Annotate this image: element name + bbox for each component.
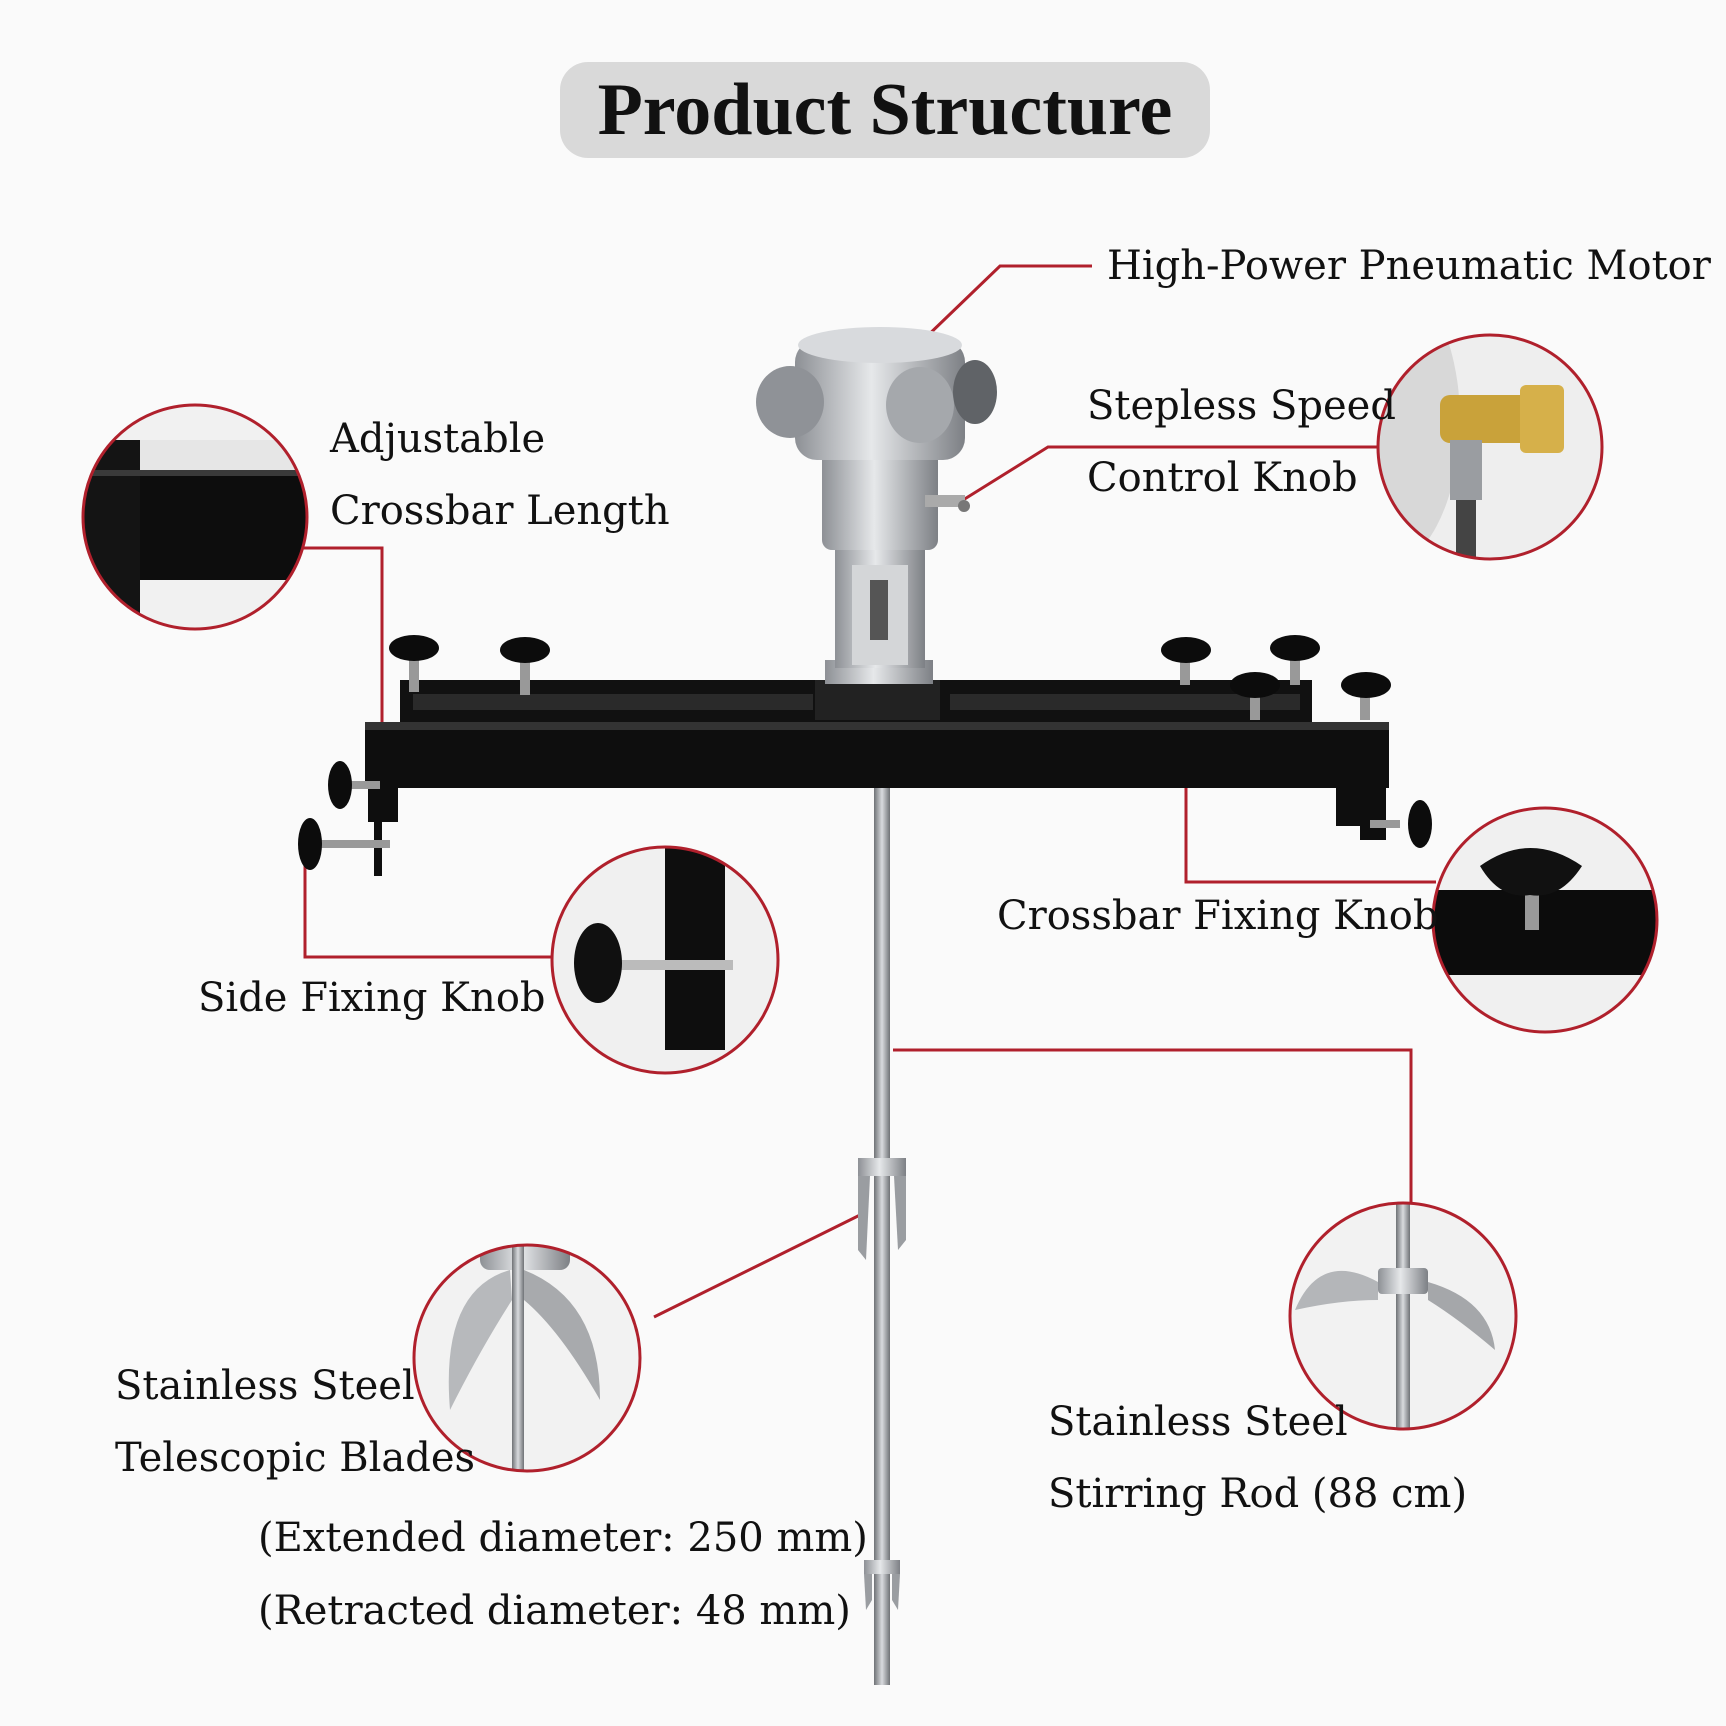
label-blades-retracted: (Retracted diameter: 48 mm) [258,1588,851,1634]
leader-crossbar-length [303,546,384,740]
label-crossbar-knob: Crossbar Fixing Knob [997,893,1439,939]
label-side-knob: Side Fixing Knob [198,975,546,1021]
label-rod-line2: Stirring Rod (88 cm) [1048,1471,1468,1517]
label-blades-line2: Telescopic Blades [115,1435,476,1481]
leader-blades [653,1213,861,1319]
leader-lines [303,264,1436,1319]
side-knob-left-2 [298,818,390,870]
folded-blade-lower [864,1560,900,1610]
label-rod-line1: Stainless Steel [1048,1399,1348,1445]
leader-speed-knob [954,445,1378,507]
label-speed-line1: Stepless Speed [1087,383,1396,429]
leader-motor [918,264,1092,345]
side-knob-right [1370,800,1432,848]
knob-3 [1161,637,1211,685]
leader-side-knob [303,860,551,959]
label-blades-line1: Stainless Steel [115,1363,415,1409]
knob-2 [500,637,550,695]
label-crossbar-length-line1: Adjustable [330,416,546,462]
inset-crossbar-length [81,403,309,631]
inset-blades [412,1243,642,1473]
knob-4 [1270,635,1320,685]
label-crossbar-length-line2: Crossbar Length [330,488,670,534]
label-motor: High-Power Pneumatic Motor [1107,243,1711,289]
crossbar-knobs [298,635,1432,870]
knob-5 [1230,672,1280,720]
title-banner: Product Structure [560,62,1210,158]
side-knob-left-1 [328,761,380,809]
folded-blade-upper [858,1158,906,1260]
page-title: Product Structure [597,68,1173,151]
leader-rod [893,1048,1413,1206]
knob-6 [1341,672,1391,720]
inset-side-knob [550,845,780,1075]
label-speed-line2: Control Knob [1087,455,1358,501]
inset-rod [1288,1201,1518,1431]
inset-crossbar-knob [1431,806,1659,1034]
pneumatic-motor [756,327,997,720]
knob-1 [389,635,439,692]
label-blades-extended: (Extended diameter: 250 mm) [258,1515,868,1561]
stirring-rod [874,785,890,1685]
